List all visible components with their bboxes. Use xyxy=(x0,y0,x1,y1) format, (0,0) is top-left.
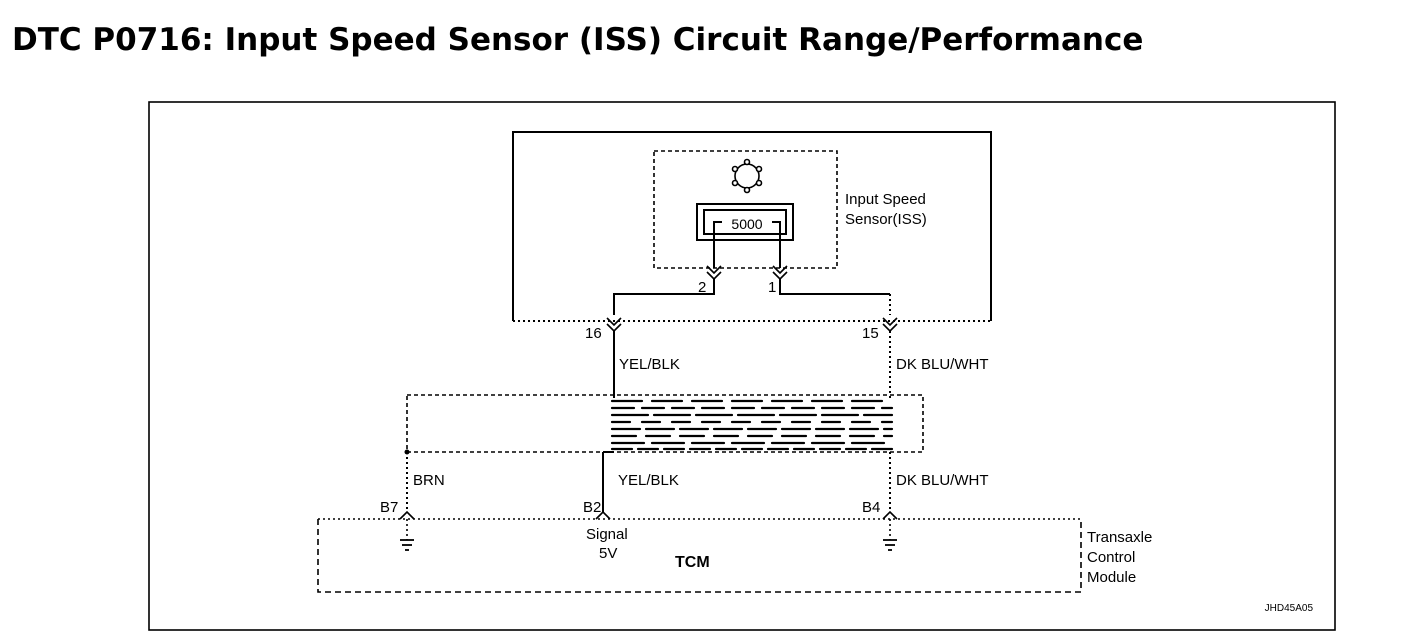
tcm-pin-b7: B7 xyxy=(380,499,398,516)
wire-label-brn: BRN xyxy=(413,472,445,489)
sensor-box xyxy=(653,150,838,269)
tcm-voltage-label: 5V xyxy=(599,545,617,562)
sensor-pin-1: 1 xyxy=(768,279,776,296)
tcm-box-sides xyxy=(317,519,1082,593)
twisted-pair xyxy=(610,399,894,451)
tcm-pin-b2: B2 xyxy=(583,499,601,516)
wire-label-lower-right: DK BLU/WHT xyxy=(896,472,989,489)
housing-wires xyxy=(613,279,890,315)
gear-icon xyxy=(731,158,763,194)
wire-label-lower-signal: YEL/BLK xyxy=(618,472,679,489)
sensor-label-line2: Sensor(ISS) xyxy=(845,211,927,228)
harness-pin-15: 15 xyxy=(862,325,879,342)
tcm-module-label-line3: Module xyxy=(1087,569,1136,586)
harness-pin-16: 16 xyxy=(585,325,602,342)
tcm-connector-pins xyxy=(399,510,898,520)
sensor-reading: 5000 xyxy=(731,216,762,232)
sensor-pin-2: 2 xyxy=(698,279,706,296)
tcm-module-label-line1: Transaxle xyxy=(1087,529,1152,546)
wire-label-upper-left: YEL/BLK xyxy=(619,356,680,373)
page-title: DTC P0716: Input Speed Sensor (ISS) Circ… xyxy=(12,22,1144,58)
sensor-connector-pins xyxy=(706,265,788,281)
sensor-label-line1: Input Speed xyxy=(845,191,926,208)
tcm-pin-b4: B4 xyxy=(862,499,880,516)
tcm-name: TCM xyxy=(675,554,710,571)
shield-drain-junction xyxy=(404,449,410,455)
wire-label-upper-right: DK BLU/WHT xyxy=(896,356,989,373)
ground-icon-b4 xyxy=(883,539,897,551)
harness-connector xyxy=(606,317,898,333)
tcm-module-label-line2: Control xyxy=(1087,549,1135,566)
ground-icon-b7 xyxy=(400,539,414,551)
diagram-frame xyxy=(148,101,1336,631)
sensor-body xyxy=(696,203,794,268)
transaxle-housing xyxy=(512,131,992,321)
tcm-signal-label: Signal xyxy=(586,526,628,543)
figure-id: JHD45A05 xyxy=(1265,603,1314,614)
